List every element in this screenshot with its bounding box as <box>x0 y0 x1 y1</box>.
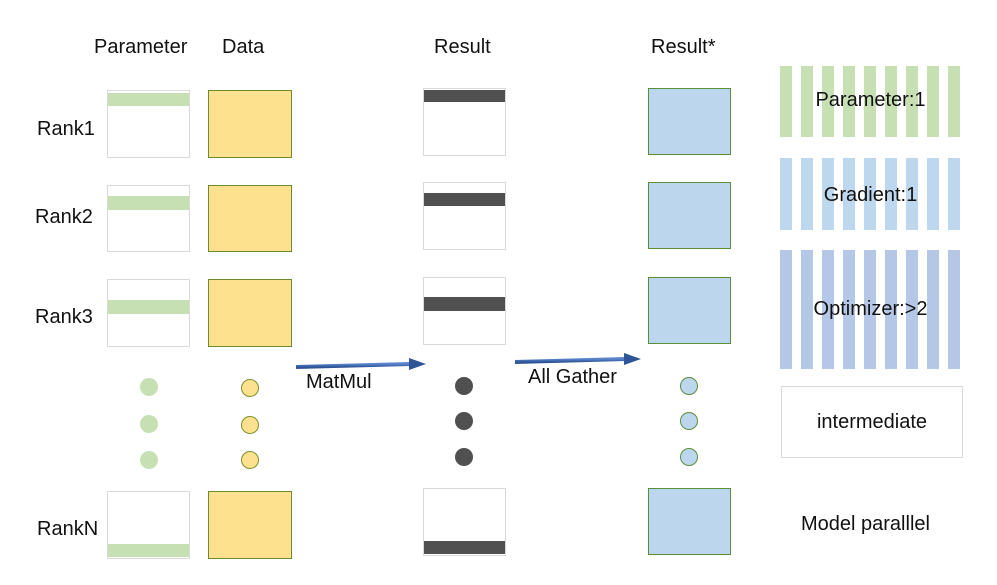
parameter-shard-box <box>107 185 190 252</box>
legend-parameter-label: Parameter:1 <box>815 89 926 111</box>
ellipsis-dot <box>140 451 158 469</box>
gathered-result-box <box>648 488 731 555</box>
header-parameter: Parameter <box>94 36 188 58</box>
parameter-shard-strip <box>108 93 189 106</box>
gathered-result-box <box>648 182 731 249</box>
parameter-shard-box <box>107 279 190 347</box>
all-gather-arrow-icon <box>514 353 641 365</box>
parameter-shard-box <box>107 90 190 158</box>
legend-optimizer: Optimizer:>2 <box>780 250 961 369</box>
result-strip <box>424 193 505 206</box>
header-data: Data <box>222 36 265 58</box>
ellipsis-dot <box>241 379 259 397</box>
legend-gradient: Gradient:1 <box>780 158 961 230</box>
ellipsis-dot <box>680 448 698 466</box>
matmul-arrow-icon <box>295 358 426 370</box>
ellipsis-dot <box>241 416 259 434</box>
legend-parameter: Parameter:1 <box>780 66 961 137</box>
ellipsis-dot <box>680 377 698 395</box>
result-strip <box>424 297 505 311</box>
gathered-result-box <box>648 277 731 344</box>
ellipsis-dot <box>680 412 698 430</box>
result-strip <box>424 541 505 554</box>
result-box <box>423 88 506 156</box>
ellipsis-dot <box>455 412 473 430</box>
parameter-shard-strip <box>108 300 189 314</box>
rank-label: RankN <box>37 518 99 540</box>
legend-intermediate-label: intermediate <box>816 411 928 433</box>
data-box <box>208 185 292 252</box>
gathered-result-box <box>648 88 731 155</box>
rank-label: Rank2 <box>35 206 93 228</box>
header-result: Result <box>434 36 491 58</box>
all-gather-label: All Gather <box>528 366 617 388</box>
ellipsis-dot <box>455 448 473 466</box>
header-result-gathered: Result* <box>651 36 716 58</box>
ellipsis-dot <box>241 451 259 469</box>
data-box <box>208 90 292 158</box>
result-box <box>423 182 506 250</box>
legend-optimizer-label: Optimizer:>2 <box>813 298 928 320</box>
parameter-shard-strip <box>108 544 189 557</box>
parameter-shard-strip <box>108 196 189 210</box>
legend-gradient-label: Gradient:1 <box>823 184 918 206</box>
legend-intermediate: intermediate <box>781 386 963 458</box>
rank-label: Rank1 <box>37 118 95 140</box>
rank-label: Rank3 <box>35 306 93 328</box>
data-box <box>208 491 292 559</box>
result-box <box>423 488 506 556</box>
parameter-shard-box <box>107 491 190 559</box>
result-strip <box>424 90 505 102</box>
ellipsis-dot <box>140 378 158 396</box>
result-box <box>423 277 506 345</box>
ellipsis-dot <box>140 415 158 433</box>
data-box <box>208 279 292 347</box>
diagram-caption: Model paralllel <box>801 513 930 535</box>
ellipsis-dot <box>455 377 473 395</box>
matmul-label: MatMul <box>306 371 372 393</box>
